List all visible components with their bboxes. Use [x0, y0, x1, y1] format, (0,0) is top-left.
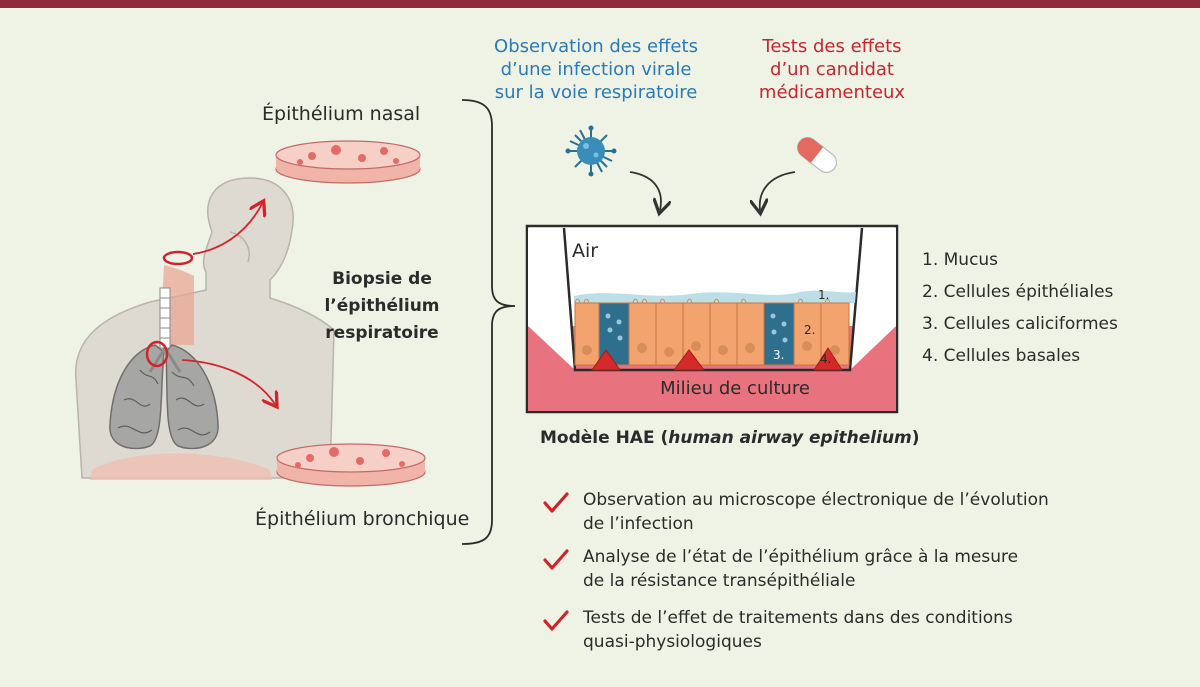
bronchial-epithelium-label: Épithélium bronchique	[255, 508, 470, 530]
petri-dish-nasal	[275, 140, 421, 184]
bronchial-sample-arrow	[181, 359, 275, 404]
epithelial-cell-marker: 2.	[804, 323, 815, 337]
biopsy-label-line1: Biopsie de	[332, 269, 432, 289]
hae-model-title: Modèle HAE (human airway epithelium)	[540, 428, 920, 448]
basal-cell	[591, 349, 621, 371]
drug-caption-line2: d’un candidat	[770, 59, 894, 80]
legend-item: 1. Mucus	[922, 250, 999, 270]
viral-caption-line3: sur la voie respiratoire	[494, 82, 698, 103]
drug-arrow	[760, 171, 796, 210]
mucus-marker: 1.	[818, 288, 829, 302]
top-border-bar	[0, 0, 1200, 8]
nasal-epithelium-label: Épithélium nasal	[262, 103, 421, 125]
applications-checklist: Observation au microscope électronique d…	[543, 488, 1193, 663]
checklist-item-line1: Observation au microscope électronique d…	[583, 490, 1049, 510]
checklist-item-line1: Analyse de l’état de l’épithélium grâce …	[583, 547, 1019, 567]
culture-medium-label: Milieu de culture	[660, 378, 810, 399]
basal-cell	[673, 349, 705, 371]
checkmark-icon	[543, 492, 569, 513]
hae-culture-model: 1. 2. 3. 4.	[525, 224, 899, 414]
nasal-sample-arrow	[192, 204, 262, 255]
checkmark-icon	[543, 610, 569, 631]
checklist-item: Tests de l’effet de traitements dans des…	[543, 606, 1193, 654]
biopsy-label-line2: l’épithélium respiratoire	[324, 296, 440, 343]
legend-item: 3. Cellules caliciformes	[922, 314, 1118, 334]
checklist-item-line2: de la résistance transépithéliale	[583, 571, 856, 591]
biopsy-label: Biopsie de l’épithélium respiratoire	[282, 266, 482, 347]
air-label: Air	[572, 240, 599, 262]
checklist-item: Observation au microscope électronique d…	[543, 488, 1193, 536]
checklist-item-line1: Tests de l’effet de traitements dans des…	[583, 608, 1013, 628]
basal-cell	[813, 347, 843, 371]
goblet-cell-marker: 3.	[773, 348, 784, 362]
diaphragm	[90, 453, 272, 480]
drug-test-caption: Tests des effets d’un candidat médicamen…	[732, 35, 932, 104]
legend-item: 4. Cellules basales	[922, 346, 1081, 366]
human-torso-illustration	[74, 177, 335, 480]
viral-caption-line1: Observation des effets	[494, 36, 698, 57]
pill-capsule-icon	[796, 137, 838, 173]
model-title-suffix: )	[911, 428, 920, 448]
bronchial-biopsy-marker	[145, 340, 169, 368]
checklist-item-line2: quasi-physiologiques	[583, 632, 762, 652]
virus-arrow	[629, 171, 661, 210]
checkmark-icon	[543, 549, 569, 570]
basal-cell-marker: 4.	[820, 352, 831, 366]
viral-caption-line2: d’une infection virale	[500, 59, 692, 80]
model-title-prefix: Modèle HAE (	[540, 428, 669, 448]
nasal-biopsy-marker	[162, 250, 194, 266]
virus-icon	[565, 125, 617, 177]
mucus-layer	[574, 290, 856, 303]
drug-caption-line1: Tests des effets	[762, 36, 902, 57]
drug-caption-line3: médicamenteux	[758, 82, 906, 103]
viral-infection-caption: Observation des effets d’une infection v…	[482, 35, 710, 104]
grouping-brace	[461, 99, 516, 545]
model-title-italic: human airway epithelium	[668, 428, 912, 448]
checklist-item-line2: de l’infection	[583, 514, 694, 534]
legend-item: 2. Cellules épithéliales	[922, 282, 1114, 302]
cell-legend: 1. Mucus 2. Cellules épithéliales 3. Cel…	[922, 247, 1118, 375]
checklist-item: Analyse de l’état de l’épithélium grâce …	[543, 545, 1193, 593]
petri-dish-bronchial	[276, 443, 426, 487]
